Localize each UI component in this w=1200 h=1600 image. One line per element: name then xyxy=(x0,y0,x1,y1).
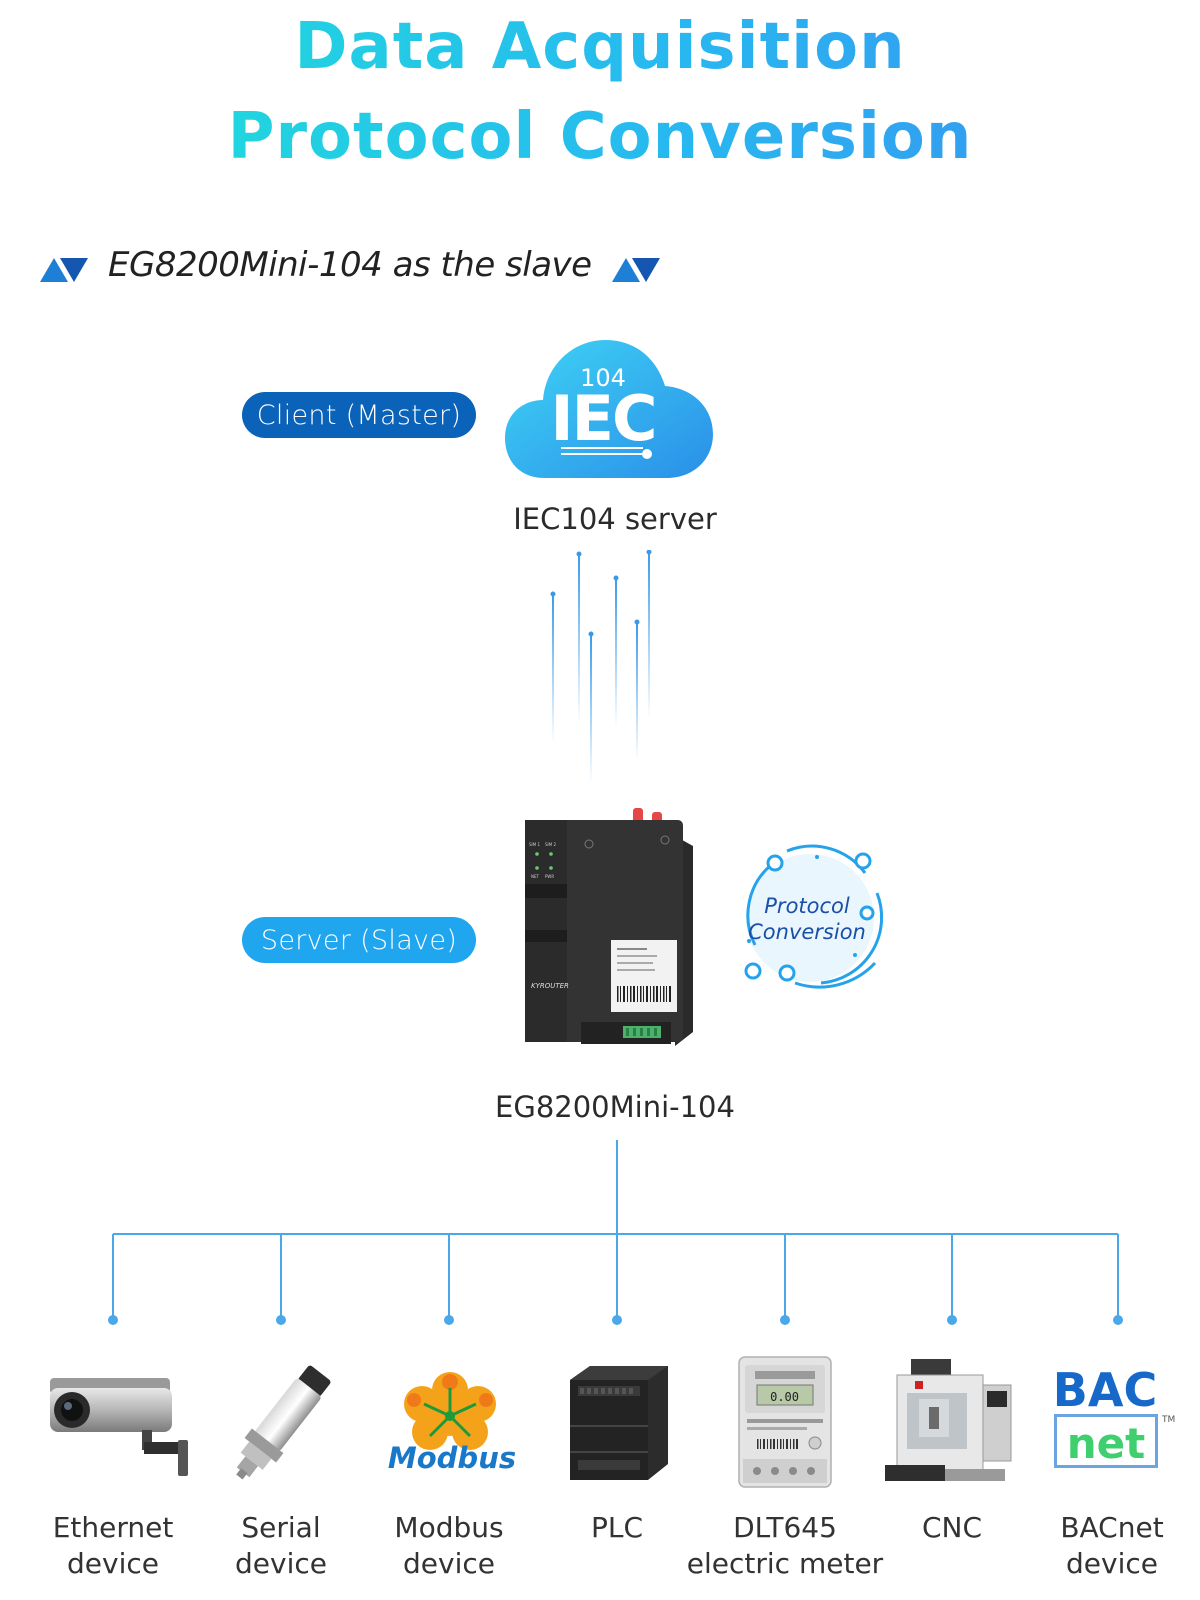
iec104-cloud-icon: 104 IEC xyxy=(505,340,713,478)
signal-lines xyxy=(550,550,652,784)
led-label-sim1: SIM 1 xyxy=(529,842,540,847)
triangle-decoration-right-icon xyxy=(612,258,660,282)
led-label-pwr: PWR xyxy=(545,874,554,879)
device-name-meter-line1: DLT645 xyxy=(733,1511,837,1544)
cnc-machine-icon xyxy=(885,1359,1012,1481)
server-slave-pill: Server (Slave) xyxy=(242,917,476,963)
connector-tree xyxy=(108,1140,1123,1325)
modbus-logo-text: Modbus xyxy=(388,1441,516,1475)
iec104-server-label: IEC104 server xyxy=(513,502,717,536)
device-name-modbus-line1: Modbus xyxy=(394,1511,504,1544)
subtitle: EG8200Mini-104 as the slave xyxy=(108,245,592,285)
modbus-logo-icon: Modbus xyxy=(388,1372,516,1475)
protocol-badge-line1: Protocol xyxy=(764,894,850,918)
bacnet-logo-top: BAC xyxy=(1053,1363,1157,1417)
iec-number: 104 xyxy=(580,364,626,392)
electric-meter-icon: 0.00 xyxy=(738,1356,832,1488)
device-name-bacnet: BACnet device xyxy=(1022,1510,1200,1582)
gateway-label: EG8200Mini-104 xyxy=(495,1090,735,1124)
pressure-sensor-icon xyxy=(236,1365,331,1480)
device-name-modbus: Modbus device xyxy=(359,1510,539,1582)
protocol-conversion-badge: Protocol Conversion xyxy=(744,844,884,989)
device-name-serial: Serial device xyxy=(191,1510,371,1582)
title-line-1: Data Acquisition xyxy=(0,10,1200,84)
device-name-plc: PLC xyxy=(527,1510,707,1546)
device-name-cnc-line1: CNC xyxy=(921,1511,983,1544)
security-camera-icon xyxy=(50,1378,188,1476)
bacnet-logo-icon: BAC net TM xyxy=(1053,1363,1175,1468)
device-name-ethernet-line1: Ethernet xyxy=(52,1511,174,1544)
client-master-pill: Client (Master) xyxy=(242,392,476,438)
device-name-meter-line2: electric meter xyxy=(686,1547,884,1580)
triangle-decoration-left-icon xyxy=(40,258,88,282)
device-name-ethernet: Ethernet device xyxy=(23,1510,203,1582)
device-name-serial-line1: Serial xyxy=(241,1511,321,1544)
led-label-sim2: SIM 2 xyxy=(545,842,556,847)
meter-reading: 0.00 xyxy=(770,1390,799,1404)
plc-icon xyxy=(570,1366,668,1480)
device-name-bacnet-line2: device xyxy=(1066,1547,1158,1580)
bacnet-logo-bottom: net xyxy=(1067,1419,1145,1468)
gateway-brand-logo: KYROUTER xyxy=(531,982,569,990)
protocol-badge-line2: Conversion xyxy=(748,920,866,944)
device-name-meter: DLT645 electric meter xyxy=(670,1510,900,1582)
device-name-modbus-line2: device xyxy=(403,1547,495,1580)
gateway-device-icon: SIM 1 SIM 2 NET PWR KYROUTER xyxy=(525,808,693,1046)
bacnet-logo-tm: TM xyxy=(1161,1415,1175,1425)
device-name-ethernet-line2: device xyxy=(67,1547,159,1580)
led-label-net: NET xyxy=(531,874,540,879)
iec-text: IEC xyxy=(551,382,656,455)
device-name-plc-line1: PLC xyxy=(590,1511,644,1544)
device-name-serial-line2: device xyxy=(235,1547,327,1580)
title-line-2: Protocol Conversion xyxy=(0,100,1200,174)
device-name-bacnet-line1: BACnet xyxy=(1060,1511,1164,1544)
device-name-cnc: CNC xyxy=(862,1510,1042,1546)
